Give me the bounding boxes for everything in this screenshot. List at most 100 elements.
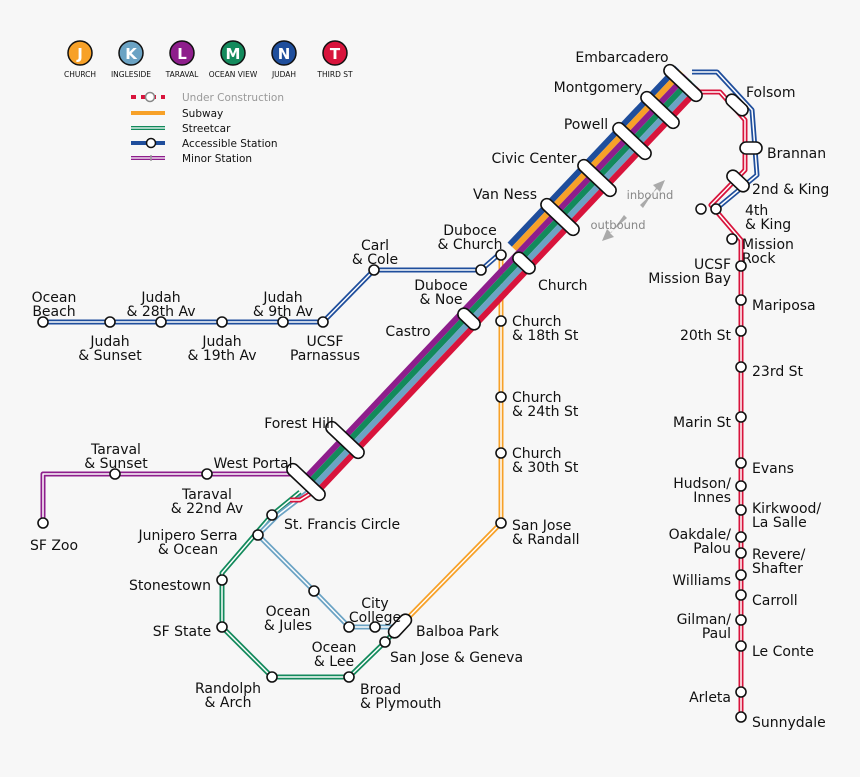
station-marker[interactable] <box>726 233 738 245</box>
station-label-line: & Arch <box>205 695 252 711</box>
station-marker[interactable] <box>37 517 49 529</box>
station-marker[interactable] <box>735 260 747 272</box>
legend-label: Streetcar <box>182 123 231 135</box>
station-label-line: Balboa Park <box>416 624 500 640</box>
station-marker[interactable] <box>735 457 747 469</box>
station-label: Randolph& Arch <box>195 681 261 711</box>
station-label: Brannan <box>767 146 826 162</box>
station-label: Carl& Cole <box>352 238 398 268</box>
station-marker[interactable] <box>735 547 747 559</box>
station-marker[interactable] <box>368 264 380 276</box>
station-label-line: Montgomery <box>554 80 643 96</box>
station-label: Judah& 19th Av <box>187 334 256 364</box>
station-label: Oakdale/Palou <box>669 527 732 557</box>
station-label-line: Le Conte <box>752 644 814 660</box>
station-label-line: Paul <box>702 626 731 642</box>
inbound-label: inbound <box>627 188 674 202</box>
station-label-line: & Sunset <box>78 348 142 364</box>
station-marker[interactable] <box>723 92 750 119</box>
station-marker[interactable] <box>379 636 391 648</box>
station-marker[interactable] <box>284 461 327 503</box>
station-marker[interactable] <box>735 614 747 626</box>
station-marker[interactable] <box>735 411 747 423</box>
station-label-line: Judah <box>201 334 241 350</box>
station-marker[interactable] <box>317 316 329 328</box>
station-label: Forest Hill <box>264 416 334 432</box>
station-marker[interactable] <box>495 315 507 327</box>
station-marker[interactable] <box>216 316 228 328</box>
station-marker[interactable] <box>735 294 747 306</box>
route-circle-icon <box>67 40 93 66</box>
station-label-line: Duboce <box>443 223 496 239</box>
station-marker[interactable] <box>104 316 116 328</box>
station-label-line: Folsom <box>746 85 796 101</box>
station-marker[interactable] <box>495 447 507 459</box>
station-label-line: La Salle <box>752 515 807 531</box>
station-marker[interactable] <box>735 361 747 373</box>
legend-under-construction: Under Construction <box>131 91 284 104</box>
station-label-line: & Randall <box>512 532 579 548</box>
station-marker[interactable] <box>201 468 213 480</box>
route-circle-icon <box>322 40 348 66</box>
station-label-line: Judah <box>89 334 129 350</box>
station-label: Ocean& Lee <box>312 640 357 670</box>
station-label-line: College <box>349 610 401 626</box>
station-marker[interactable] <box>495 391 507 403</box>
station-marker[interactable] <box>735 480 747 492</box>
station-marker[interactable] <box>510 250 537 277</box>
station-label: 20th St <box>680 328 732 344</box>
station-marker[interactable] <box>308 585 320 597</box>
station-label-line: & Ocean <box>158 542 218 558</box>
station-marker[interactable] <box>155 316 167 328</box>
station-marker[interactable] <box>216 574 228 586</box>
station-marker[interactable] <box>343 621 355 633</box>
station-marker[interactable] <box>369 621 381 633</box>
station-marker[interactable] <box>710 203 722 215</box>
station-marker[interactable] <box>735 589 747 601</box>
station-marker[interactable] <box>695 203 707 215</box>
station-marker[interactable] <box>610 120 653 162</box>
station-marker[interactable] <box>455 306 482 333</box>
station-label: Duboce& Church <box>438 223 503 253</box>
station-label: Kirkwood/La Salle <box>752 501 821 531</box>
station-marker[interactable] <box>216 621 228 633</box>
station-marker[interactable] <box>735 686 747 698</box>
station-marker[interactable] <box>277 316 289 328</box>
station-marker[interactable] <box>495 249 507 261</box>
station-label-line: City <box>361 596 388 612</box>
station-marker[interactable] <box>266 671 278 683</box>
station-marker[interactable] <box>638 89 681 131</box>
station-label-line: 2nd & King <box>752 182 829 198</box>
station-marker[interactable] <box>735 325 747 337</box>
station-marker[interactable] <box>37 316 49 328</box>
station-marker[interactable] <box>735 531 747 543</box>
station-marker[interactable] <box>724 168 751 195</box>
station-label-line: Embarcadero <box>575 50 668 66</box>
station-marker[interactable] <box>575 157 618 199</box>
station-label-line: Beach <box>32 304 75 320</box>
route-circle-icon <box>220 40 246 66</box>
station-marker[interactable] <box>661 62 704 104</box>
station-marker[interactable] <box>343 671 355 683</box>
station-marker[interactable] <box>386 612 414 641</box>
station-marker[interactable] <box>735 504 747 516</box>
station-label-line: Church <box>512 446 562 462</box>
station-label-line: Mariposa <box>752 298 816 314</box>
station-marker[interactable] <box>495 517 507 529</box>
station-marker[interactable] <box>735 640 747 652</box>
station-marker[interactable] <box>735 711 747 723</box>
route-letter: J <box>76 45 83 63</box>
station-label-line: Castro <box>385 324 430 340</box>
station-marker[interactable] <box>109 468 121 480</box>
station-marker[interactable] <box>266 509 278 521</box>
station-marker[interactable] <box>538 196 581 238</box>
station-label-line: Church <box>512 390 562 406</box>
station-marker[interactable] <box>252 529 264 541</box>
station-marker[interactable] <box>475 264 487 276</box>
station-marker[interactable] <box>739 141 763 155</box>
l-taraval-surface-line-inner <box>42 473 296 523</box>
station-label: Powell <box>564 117 608 133</box>
station-marker[interactable] <box>735 569 747 581</box>
station-marker[interactable] <box>323 419 366 461</box>
